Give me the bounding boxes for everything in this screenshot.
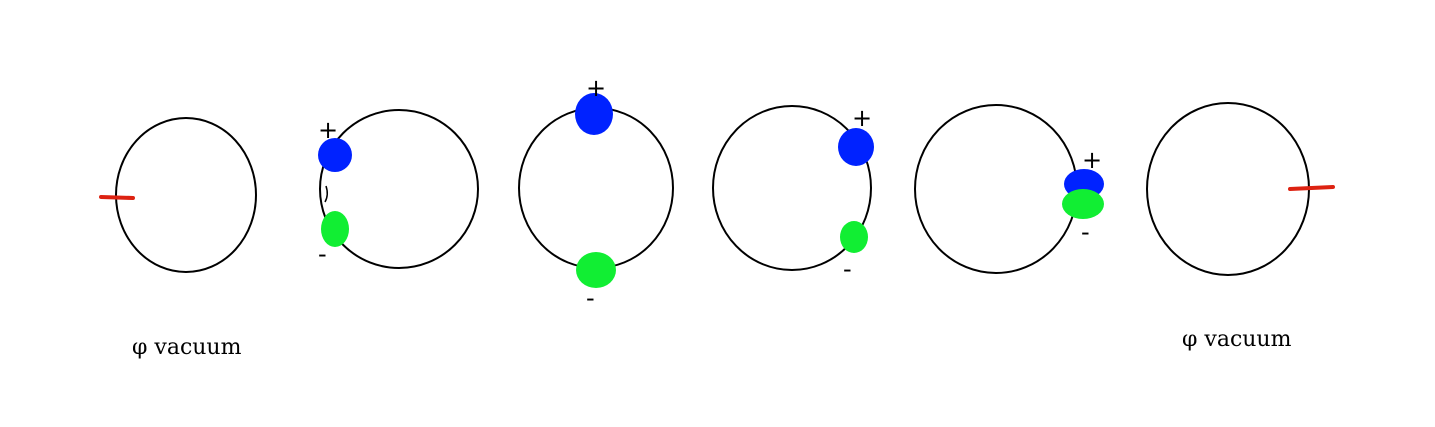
negative-charge-4 [840,221,868,253]
field-line-2 [324,185,329,203]
caption-right: φ vacuum [1182,327,1292,352]
ring-6 [1146,102,1310,276]
ring-1 [115,117,257,273]
minus-sign-3: - [586,284,595,312]
ring-2 [319,109,479,269]
minus-sign-5: - [1081,218,1090,246]
minus-sign-2: - [318,240,327,268]
negative-charge-2 [321,211,349,247]
minus-sign-4: - [843,255,852,283]
negative-charge-5 [1062,189,1104,219]
vacuum-mark-6 [1288,185,1335,191]
stage-4: + - [712,104,874,283]
plus-sign-2: + [318,116,338,144]
caption-left: φ vacuum [132,335,242,360]
plus-sign-5: + [1082,146,1102,174]
stage-3: + - [518,74,674,312]
negative-charge-3 [576,252,616,288]
ring-4 [712,105,872,271]
plus-sign-3: + [586,74,606,102]
stage-5: + - [914,104,1104,274]
vacuum-mark-1 [99,195,135,200]
plus-sign-4: + [852,104,872,132]
stage-6 [1146,102,1335,276]
stage-2: + - [318,109,479,269]
positive-charge-3 [575,93,613,135]
positive-charge-2 [318,138,352,172]
ring-5 [914,104,1078,274]
positive-charge-4 [838,128,874,166]
stage-1 [99,117,257,273]
